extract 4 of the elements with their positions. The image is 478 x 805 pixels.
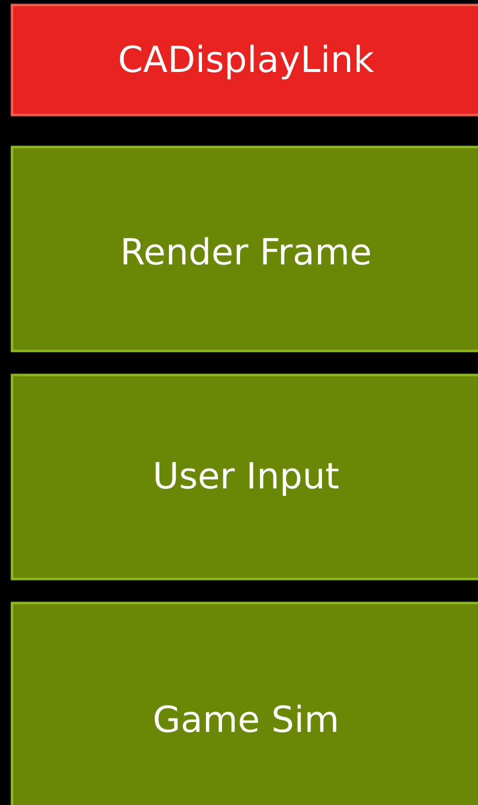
process-box: User Input <box>10 374 478 580</box>
process-box: Game Sim <box>10 602 478 805</box>
header-box: CADisplayLink <box>10 4 478 116</box>
process-box: Render Frame <box>10 146 478 352</box>
